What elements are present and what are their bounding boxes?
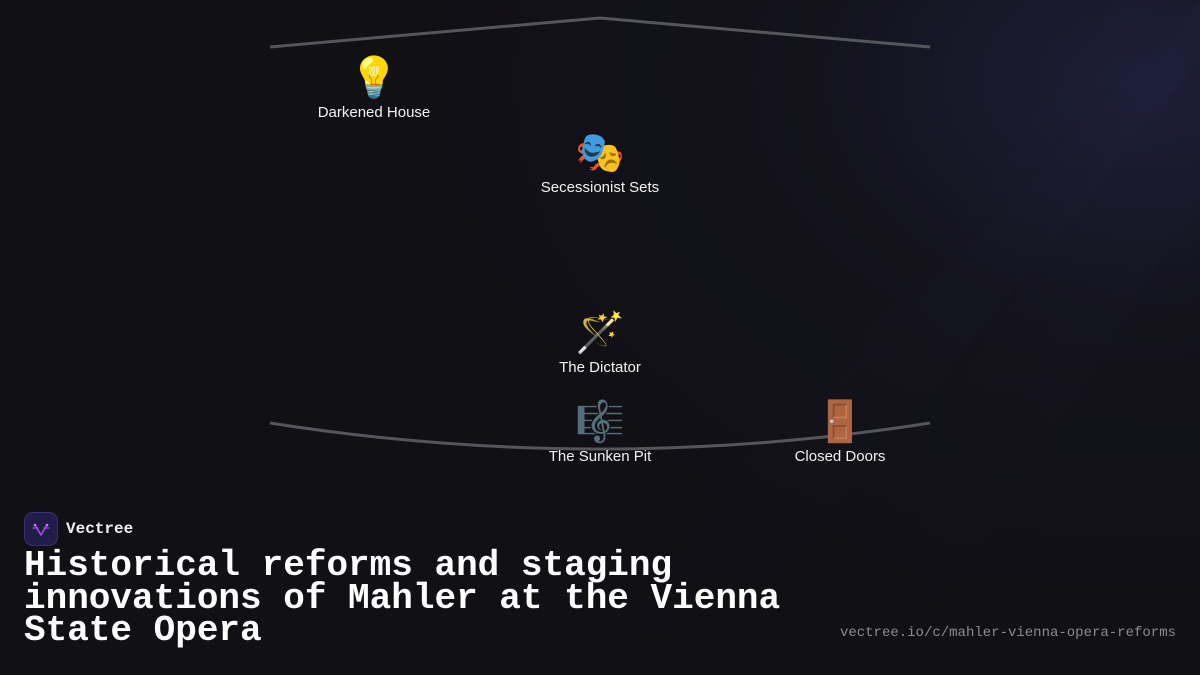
node-label: The Sunken Pit [548,448,652,465]
magic-wand-icon: 🪄 [575,310,625,356]
lightbulb-icon: 💡 [349,55,399,101]
node-darkened-house[interactable]: 💡 Darkened House [274,54,474,122]
stage-front-edge [269,421,931,451]
node-the-sunken-pit[interactable]: 🎼 The Sunken Pit [500,398,700,466]
musical-score-icon: 🎼 [575,399,625,445]
stage-back-wall [269,16,931,49]
vectree-logo-icon [24,512,58,546]
node-the-dictator[interactable]: 🪄 The Dictator [500,309,700,377]
node-label: Darkened House [317,104,431,121]
node-closed-doors[interactable]: 🚪 Closed Doors [740,398,940,466]
node-label: Secessionist Sets [540,179,660,196]
theater-masks-icon: 🎭 [575,130,625,176]
brand-name: Vectree [66,520,134,538]
source-url[interactable]: vectree.io/c/mahler-vienna-opera-reforms [839,625,1176,641]
brand[interactable]: Vectree [24,512,133,546]
node-secessionist-sets[interactable]: 🎭 Secessionist Sets [500,129,700,197]
node-label: Closed Doors [794,448,886,465]
node-label: The Dictator [559,359,641,376]
page-title: Historical reforms and staging innovatio… [24,545,781,651]
door-icon: 🚪 [815,399,865,445]
